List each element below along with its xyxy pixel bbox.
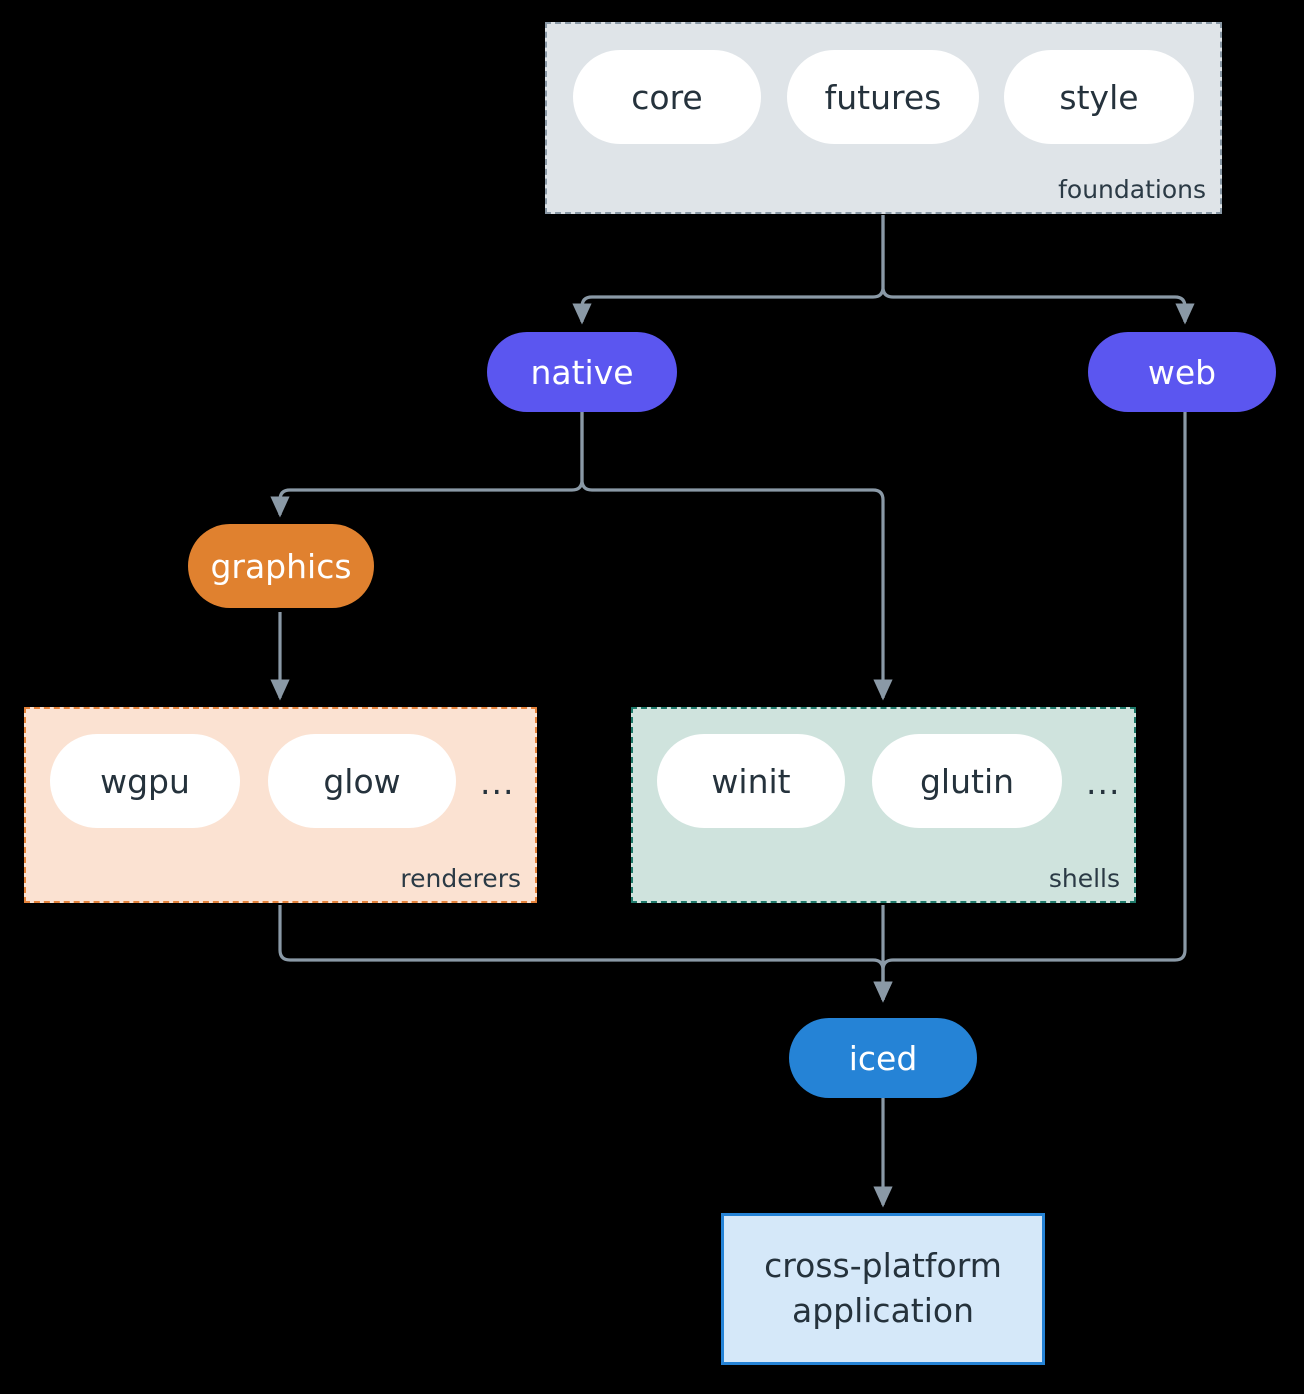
edge-native-shells <box>580 410 893 701</box>
renderers-overflow-ellipsis: ... <box>480 763 515 802</box>
node-web-label: web <box>1147 352 1217 392</box>
pill-core-label: core <box>631 77 703 117</box>
pill-futures-label: futures <box>824 77 942 117</box>
pill-glutin[interactable]: glutin <box>872 734 1062 828</box>
pill-core[interactable]: core <box>573 50 761 144</box>
node-graphics-label: graphics <box>210 546 352 586</box>
cluster-label-renderers: renderers <box>400 864 521 893</box>
edge-web-iced <box>873 412 1187 1003</box>
pill-winit[interactable]: winit <box>657 734 845 828</box>
pill-futures[interactable]: futures <box>787 50 979 144</box>
shells-overflow-ellipsis: ... <box>1086 763 1121 802</box>
application-label-line1: cross-platform <box>764 1246 1002 1286</box>
node-native-label: native <box>530 352 634 392</box>
node-iced[interactable]: iced <box>789 1018 977 1098</box>
cluster-label-foundations: foundations <box>1058 175 1206 204</box>
pill-winit-label: winit <box>711 761 791 801</box>
cluster-label-shells: shells <box>1048 864 1120 893</box>
edge-native-graphics <box>270 410 584 518</box>
pill-wgpu-label: wgpu <box>100 761 190 801</box>
node-iced-label: iced <box>848 1038 918 1078</box>
pill-style-label: style <box>1059 77 1139 117</box>
node-web[interactable]: web <box>1088 332 1276 412</box>
pill-glow-label: glow <box>323 761 401 801</box>
pill-style[interactable]: style <box>1004 50 1194 144</box>
edge-renderers-iced <box>278 905 893 1003</box>
edge-foundations-web <box>881 215 1195 325</box>
node-native[interactable]: native <box>487 332 677 412</box>
pill-wgpu[interactable]: wgpu <box>50 734 240 828</box>
pill-glutin-label: glutin <box>919 761 1015 801</box>
node-graphics[interactable]: graphics <box>188 524 374 608</box>
edge-foundations-native <box>572 215 885 325</box>
pill-glow[interactable]: glow <box>268 734 456 828</box>
application-label-line2: application <box>791 1291 975 1330</box>
node-application[interactable]: cross-platform application <box>721 1213 1045 1365</box>
